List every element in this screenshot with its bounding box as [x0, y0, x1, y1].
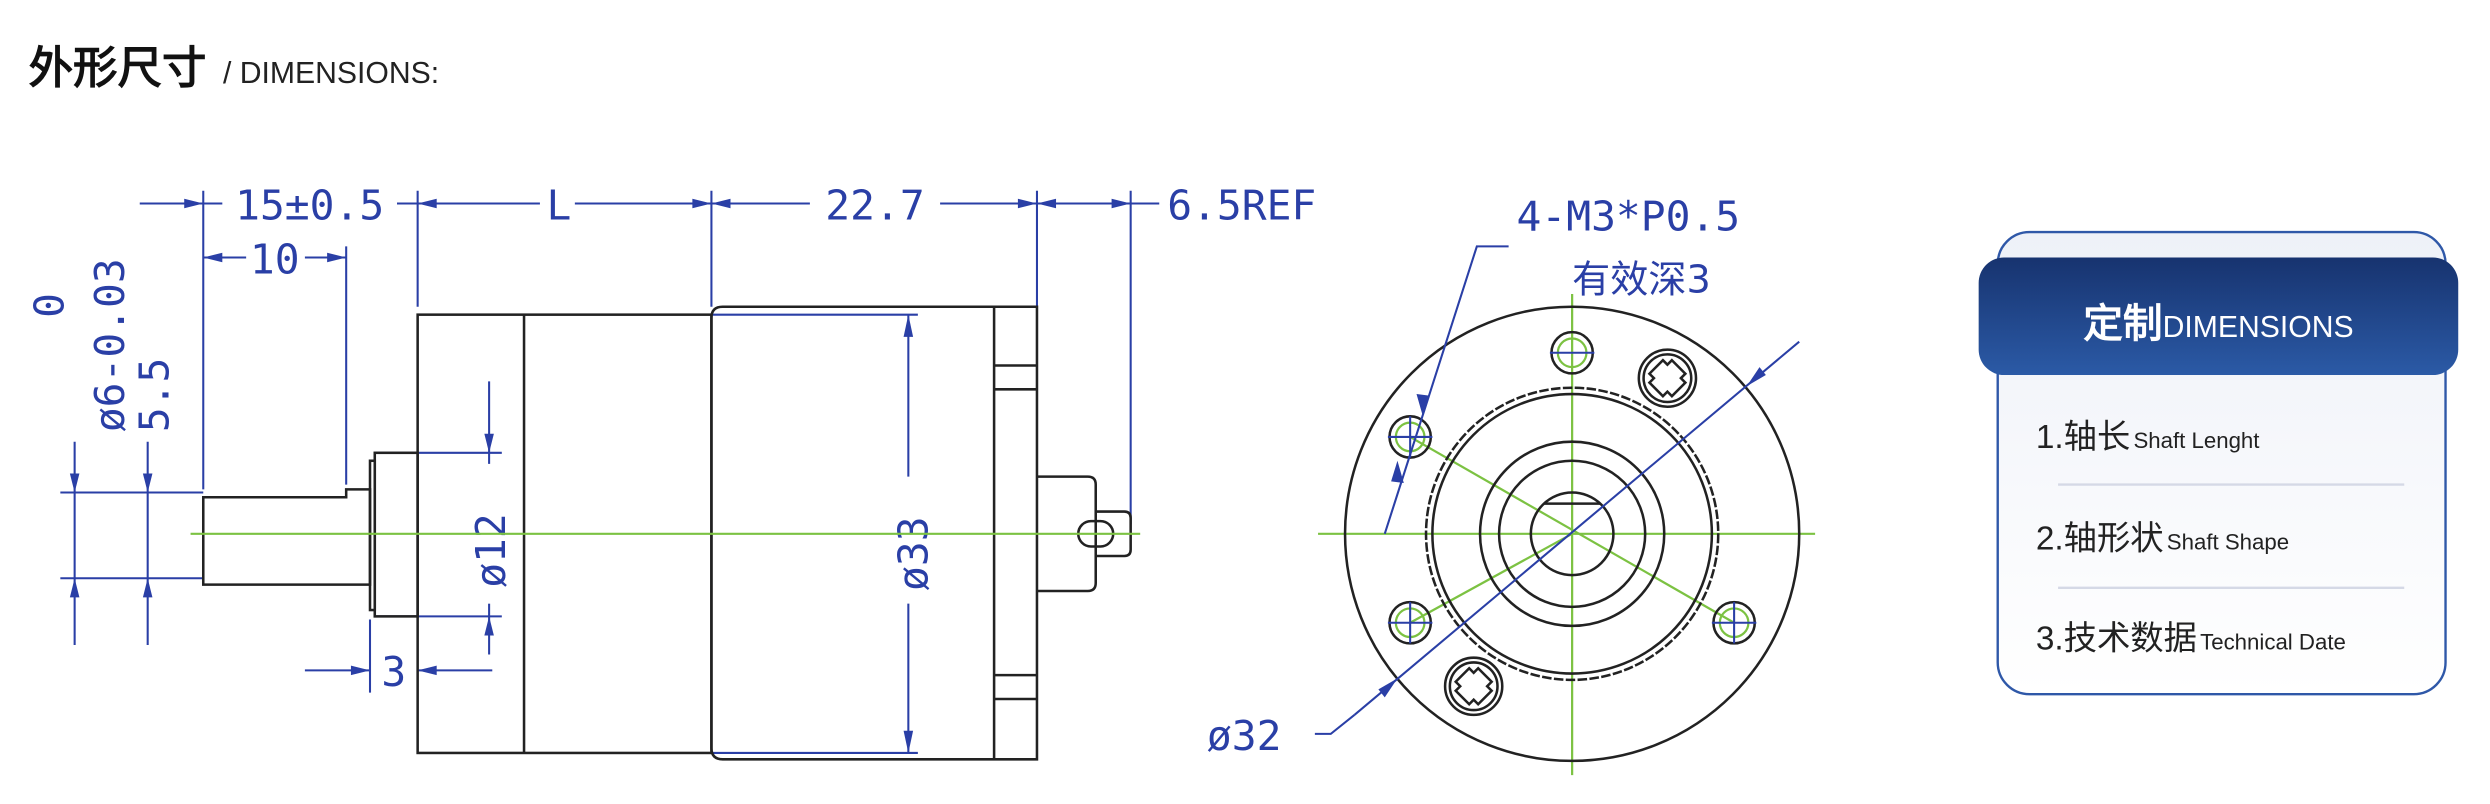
dim-15: 15±0.5: [235, 181, 384, 229]
title-en: / DIMENSIONS:: [223, 57, 439, 90]
dim-shaft-tol-upper: 0: [26, 293, 74, 318]
thread-spec: 4-M3*P0.5: [1517, 192, 1741, 240]
front-view: ø32 4-M3*P0.5 有效深3: [1207, 192, 1816, 776]
card-title: 定制DIMENSIONS: [2083, 302, 2353, 346]
title-cn: 外形尺寸: [29, 44, 207, 93]
dim-10: 10: [250, 235, 300, 283]
screws: [1443, 348, 1698, 717]
dim-12: ø12: [467, 513, 515, 588]
dim-22-7: 22.7: [825, 181, 924, 229]
dim-32: ø32: [1207, 712, 1282, 760]
dim-6-5-ref: 6.5REF: [1167, 181, 1316, 229]
dim-5-5: 5.5: [130, 358, 178, 433]
page-title: 外形尺寸 / DIMENSIONS:: [29, 44, 440, 93]
dim-shaft-diameter: ø6-0.03: [86, 258, 134, 432]
card-header: [1978, 257, 2459, 376]
thread-depth: 有效深3: [1572, 257, 1711, 301]
dim-33: ø33: [889, 516, 937, 591]
dim-3: 3: [381, 648, 406, 696]
dim-L: L: [547, 181, 572, 229]
side-view: 15±0.5 L 22.7 6.5REF 10 ø6-0.03 0 5.5 ø1…: [26, 181, 1316, 761]
